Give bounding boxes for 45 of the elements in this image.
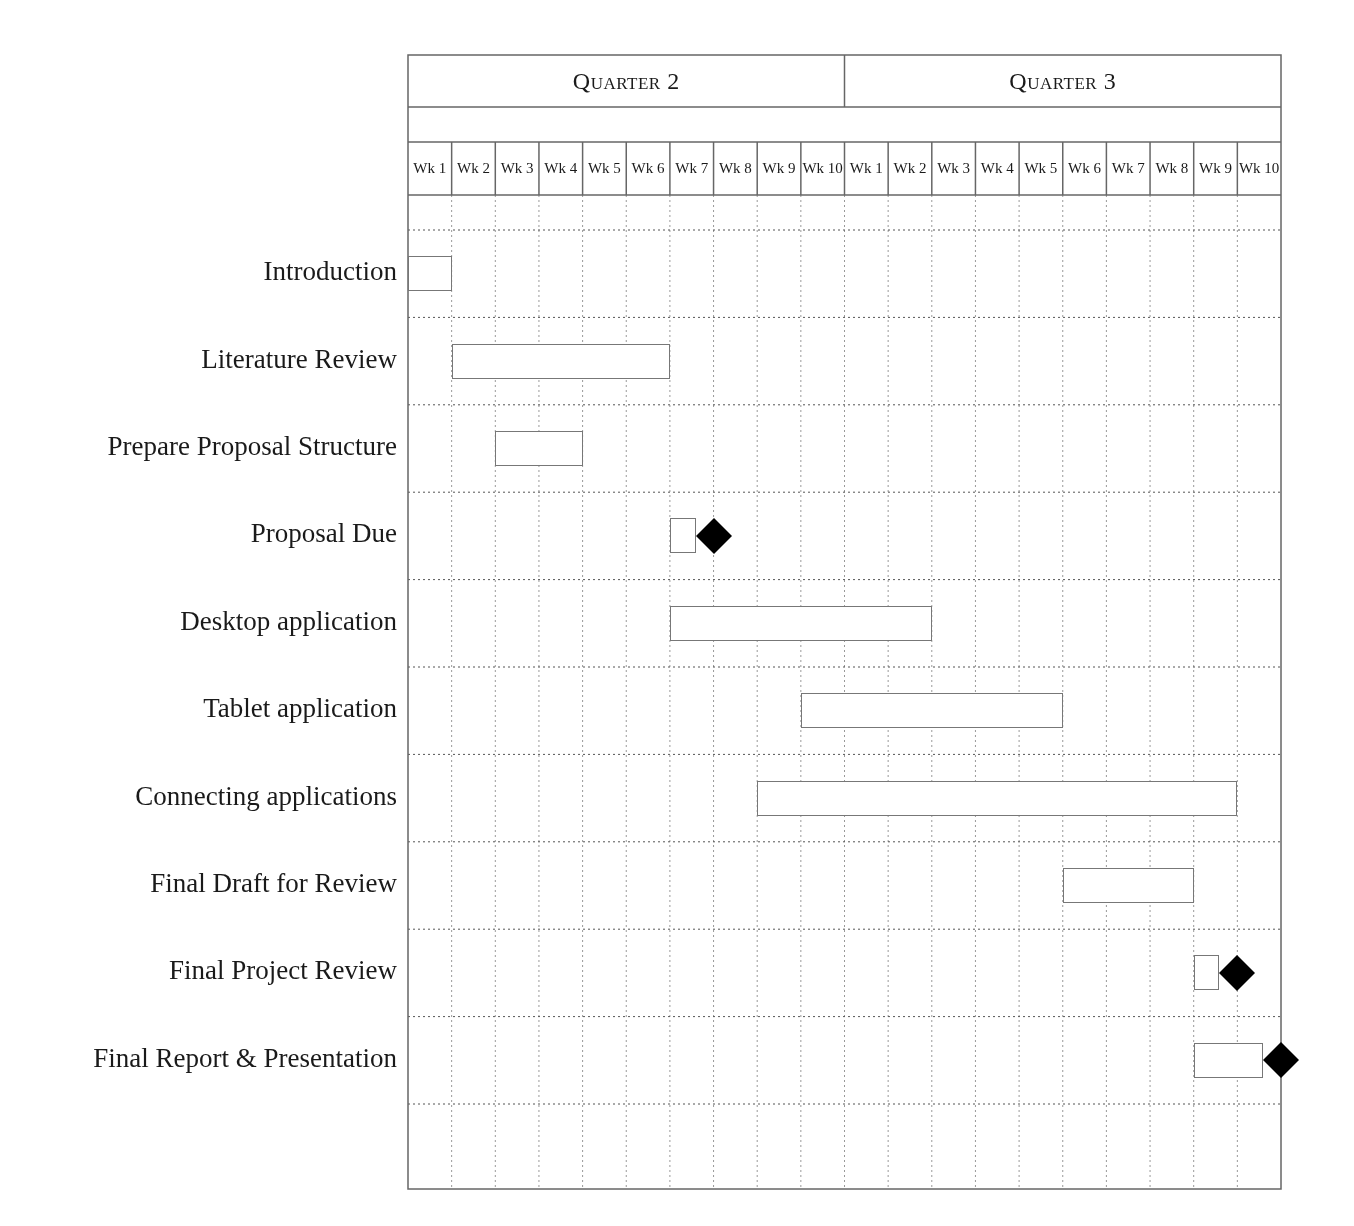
week-header: Wk 6 <box>1067 159 1103 178</box>
week-header: Wk 9 <box>1198 159 1233 178</box>
week-header: Wk 7 <box>1110 159 1146 178</box>
task-bar <box>451 343 670 379</box>
week-header: Wk 1 <box>848 159 884 178</box>
week-header: Wk 1 <box>412 159 448 178</box>
task-label: Final Project Review <box>169 954 397 988</box>
task-label: Connecting applications <box>135 779 397 813</box>
task-label: Proposal Due <box>250 517 397 551</box>
week-header: Wk 10 <box>1237 159 1281 178</box>
task-bar <box>800 693 1063 729</box>
week-header: Wk 2 <box>456 159 491 178</box>
task-bar <box>1193 955 1220 991</box>
task-label: Prepare Proposal Structure <box>107 430 397 463</box>
task-label: Literature Review <box>201 342 397 376</box>
week-header: Wk 7 <box>674 159 710 178</box>
task-label: Final Draft for Review <box>150 867 397 900</box>
milestone-diamond <box>1263 1042 1299 1079</box>
task-label: Desktop application <box>180 604 397 638</box>
task-bar <box>495 431 583 466</box>
task-bar <box>757 780 1238 816</box>
week-header: Wk 6 <box>630 159 666 178</box>
quarter-header: Quarter 2 <box>571 66 681 96</box>
week-header: Wk 8 <box>717 159 753 178</box>
week-header: Wk 4 <box>543 159 579 178</box>
milestone-diamond <box>1219 954 1256 991</box>
task-label: Tablet application <box>203 692 397 726</box>
task-label: Introduction <box>263 255 397 289</box>
task-bar <box>1062 868 1194 903</box>
week-header: Wk 4 <box>979 159 1015 178</box>
week-header: Wk 3 <box>499 159 535 178</box>
week-header: Wk 2 <box>892 159 928 178</box>
task-bar <box>669 605 932 641</box>
quarter-header: Quarter 3 <box>1008 66 1118 96</box>
task-bar <box>669 518 696 554</box>
task-label: Final Report & Presentation <box>93 1041 397 1075</box>
task-bar <box>1193 1042 1263 1078</box>
week-header: Wk 9 <box>761 159 797 178</box>
week-header: Wk 3 <box>936 159 972 178</box>
week-header: Wk 5 <box>1023 159 1059 178</box>
week-header: Wk 5 <box>586 159 622 178</box>
week-header: Wk 10 <box>801 159 844 178</box>
task-bar <box>408 256 452 292</box>
week-header: Wk 8 <box>1154 159 1190 178</box>
milestone-diamond <box>695 517 732 554</box>
